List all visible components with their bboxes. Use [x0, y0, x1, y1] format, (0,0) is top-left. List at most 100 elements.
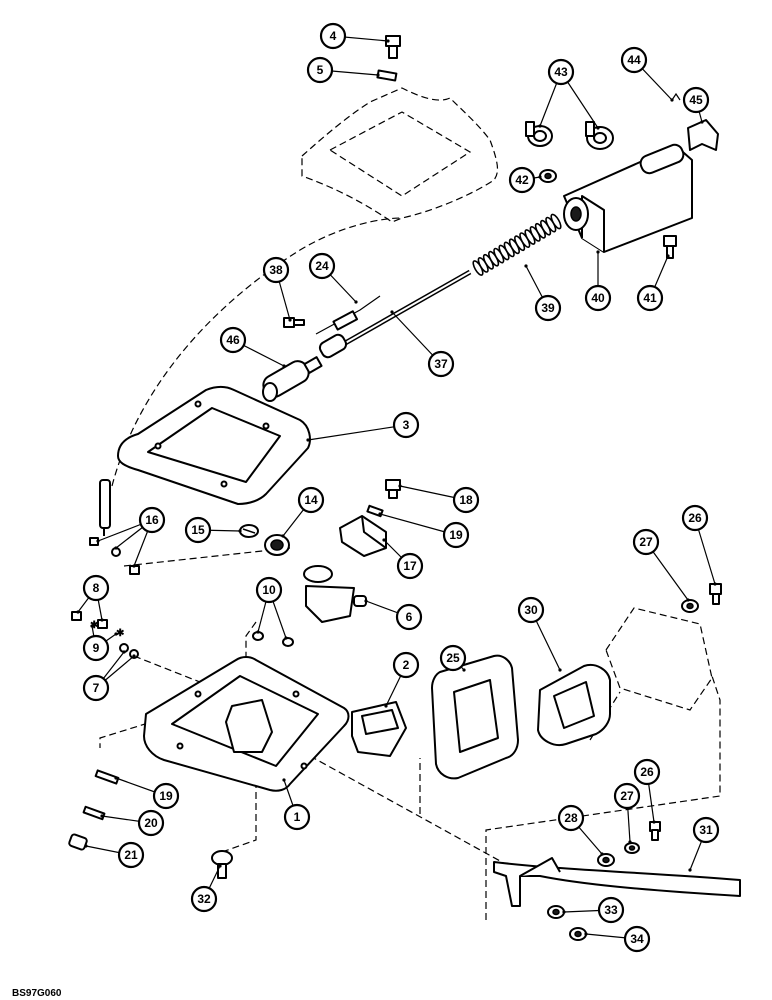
callout-46: 46 — [219, 326, 247, 354]
callout-number: 1 — [294, 810, 301, 824]
leader-arrowhead — [132, 654, 136, 658]
screw-part — [649, 821, 661, 841]
gasket-outline — [605, 607, 713, 711]
callout-number: 19 — [159, 789, 173, 803]
callout-number: 15 — [191, 523, 205, 537]
callout-14: 14 — [297, 486, 325, 514]
callout-45: 45 — [682, 86, 710, 114]
housing-part — [563, 143, 693, 253]
callout-number: 45 — [689, 93, 703, 107]
callout-41: 41 — [636, 284, 664, 312]
callout-2: 2 — [392, 651, 420, 679]
screw-part — [709, 583, 722, 605]
callout-circle — [508, 166, 536, 194]
callout-31: 31 — [692, 816, 720, 844]
callout-circle — [557, 804, 585, 832]
leader-arrowhead — [84, 844, 88, 848]
linkage-route-1 — [123, 547, 291, 567]
callout-circle — [547, 58, 575, 86]
leader-arrowhead — [132, 564, 136, 568]
leader-arrowhead — [666, 254, 670, 258]
callout-number: 24 — [315, 259, 329, 273]
callout-circle — [297, 486, 325, 514]
callout-number: 3 — [403, 418, 410, 432]
nut-part — [252, 631, 294, 647]
leader-arrowhead — [306, 438, 310, 442]
callout-number: 43 — [554, 65, 568, 79]
cylinder-part — [262, 356, 323, 402]
leader-arrowhead — [218, 864, 222, 868]
callout-number: 40 — [591, 291, 605, 305]
lever-arm-part — [493, 857, 741, 907]
callout-27: 27 — [613, 782, 641, 810]
base-plate-part — [143, 656, 350, 792]
callout-number: 44 — [627, 53, 641, 67]
leader-arrowhead — [713, 582, 717, 586]
callout-19: 19 — [442, 521, 470, 549]
callout-21: 21 — [117, 841, 145, 869]
callout-3: 3 — [392, 411, 420, 439]
callout-number: 5 — [317, 63, 324, 77]
leader-arrowhead — [386, 39, 390, 43]
callout-circle — [306, 56, 334, 84]
leader-arrowhead — [284, 636, 288, 640]
callout-circle — [82, 634, 110, 662]
leader-line — [307, 424, 407, 441]
callout-circle — [427, 350, 455, 378]
washer-part — [597, 842, 640, 867]
callout-28: 28 — [557, 804, 585, 832]
spring-part — [472, 213, 562, 276]
callout-44: 44 — [620, 46, 648, 74]
leader-arrowhead — [382, 538, 386, 542]
leader-arrowhead — [114, 632, 118, 636]
callout-number: 34 — [630, 932, 644, 946]
cable-part — [315, 295, 381, 335]
callout-number: 39 — [541, 301, 555, 315]
gasket-part — [431, 654, 519, 780]
leader-arrowhead — [390, 310, 394, 314]
callout-circle — [308, 252, 336, 280]
callout-circle — [319, 22, 347, 50]
callout-circle — [82, 674, 110, 702]
callout-number: 27 — [639, 535, 653, 549]
nut-part — [681, 599, 699, 613]
leader-arrowhead — [281, 534, 285, 538]
leader-arrowhead — [100, 814, 104, 818]
boot-outline-inner — [328, 111, 472, 197]
callout-number: 16 — [145, 513, 159, 527]
callout-number: 46 — [226, 333, 240, 347]
callout-43: 43 — [547, 58, 575, 86]
linkage-route-6 — [309, 755, 521, 893]
leader-arrowhead — [364, 599, 368, 603]
callout-circle — [452, 486, 480, 514]
callout-circle — [681, 504, 709, 532]
callout-circle — [597, 896, 625, 924]
callout-circle — [517, 596, 545, 624]
callout-number: 37 — [434, 357, 448, 371]
callout-33: 33 — [597, 896, 625, 924]
callout-circle — [633, 758, 661, 786]
callout-circle — [692, 816, 720, 844]
callout-circle — [137, 809, 165, 837]
callout-4: 4 — [319, 22, 347, 50]
leader-arrowhead — [596, 250, 600, 254]
plate-part — [117, 386, 311, 505]
linkage-route-3 — [133, 655, 211, 687]
leader-arrowhead — [122, 650, 126, 654]
callout-circle — [138, 506, 166, 534]
callout-number: 2 — [403, 658, 410, 672]
washer-part — [239, 524, 259, 538]
washer-part — [547, 905, 565, 919]
bracket-part — [687, 119, 719, 151]
clip-part — [671, 92, 681, 101]
callout-number: 27 — [620, 789, 634, 803]
bolt-part — [211, 850, 233, 879]
linkage-route-7 — [485, 675, 721, 920]
callout-1: 1 — [283, 803, 311, 831]
callout-circle — [636, 284, 664, 312]
callout-7: 7 — [82, 674, 110, 702]
leader-arrowhead — [114, 546, 118, 550]
leader-arrowhead — [384, 704, 388, 708]
